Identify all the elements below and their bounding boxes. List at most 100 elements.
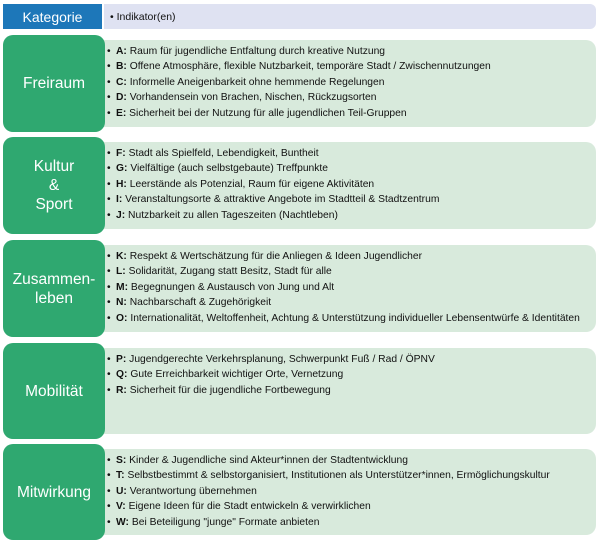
indicator-letter: G: bbox=[116, 163, 128, 175]
bullet: • bbox=[107, 148, 111, 159]
indicator-item: • H: Leerstände als Potenzial, Raum für e… bbox=[107, 177, 596, 192]
indicator-letter: T: bbox=[116, 470, 125, 482]
indicator-letter: D: bbox=[116, 92, 127, 104]
category-row: • A: Raum für jugendliche Entfaltung durc… bbox=[3, 35, 596, 132]
indicator-text: Verantwortung übernehmen bbox=[129, 485, 257, 497]
indicator-item: • F: Stadt als Spielfeld, Lebendigkeit, B… bbox=[107, 146, 596, 161]
indicator-letter: I: bbox=[116, 194, 123, 206]
indicator-text: Informelle Aneigenbarkeit ohne hemmende … bbox=[129, 76, 385, 88]
bullet: • bbox=[107, 209, 111, 221]
indicator-letter: V: bbox=[116, 501, 126, 513]
indicator-letter: E: bbox=[116, 107, 127, 119]
indicator-text: Leerstände als Potenzial, Raum für eigen… bbox=[129, 178, 375, 190]
indicator-text: Begegnungen & Austausch von Jung und Alt bbox=[130, 281, 335, 293]
bullet: • bbox=[107, 178, 111, 190]
indicator-text: Internationalität, Weltoffenheit, Achtun… bbox=[130, 312, 580, 324]
indicator-letter: O: bbox=[116, 312, 128, 324]
category-row: •S: Kinder & Jugendliche sind Akteur*inn… bbox=[3, 444, 596, 540]
indicator-item: •S: Kinder & Jugendliche sind Akteur*inn… bbox=[107, 453, 596, 468]
header-indikator: • Indikator(en) bbox=[104, 4, 596, 29]
category-row: • F: Stadt als Spielfeld, Lebendigkeit, B… bbox=[3, 137, 596, 234]
bullet: • bbox=[107, 369, 111, 381]
indicator-text: Stadt als Spielfeld, Lebendigkeit, Bunth… bbox=[128, 148, 319, 159]
indicator-letter: C: bbox=[116, 76, 127, 88]
indicator-text: Nachbarschaft & Zugehörigkeit bbox=[129, 297, 272, 309]
category-label: Freiraum bbox=[3, 35, 105, 132]
bullet: • bbox=[107, 163, 111, 175]
indicator-list: • F: Stadt als Spielfeld, Lebendigkeit, B… bbox=[102, 142, 596, 229]
indicator-text: Selbstbestimmt & selbstorganisiert, Inst… bbox=[127, 470, 550, 482]
indicator-list: •K: Respekt & Wertschätzung für die Anli… bbox=[102, 245, 596, 332]
header-bullet: • bbox=[110, 10, 114, 23]
indicator-item: • R: Sicherheit für die jugendliche Fortb… bbox=[107, 383, 596, 398]
indicator-text: Solidarität, Zugang statt Besitz, Stadt … bbox=[128, 266, 332, 278]
indicator-text: Bei Beteiligung "junge" Formate anbieten bbox=[131, 516, 320, 528]
indicator-text: Kinder & Jugendliche sind Akteur*innen d… bbox=[129, 455, 408, 466]
bullet: • bbox=[107, 312, 111, 324]
indicator-item: • O: Internationalität, Weltoffenheit, Ac… bbox=[107, 311, 596, 326]
bullet: • bbox=[107, 501, 111, 513]
indicator-letter: L: bbox=[116, 266, 126, 278]
indicator-text: Sicherheit für die jugendliche Fortbeweg… bbox=[129, 384, 331, 396]
bullet: • bbox=[107, 297, 111, 309]
bullet: • bbox=[107, 470, 111, 482]
indicator-item: • G: Vielfältige (auch selbstgebaute) Tre… bbox=[107, 161, 596, 176]
indicator-text: Respekt & Wertschätzung für die Anliegen… bbox=[129, 251, 423, 262]
indicator-letter: M: bbox=[116, 281, 129, 293]
indicator-letter: H: bbox=[116, 178, 127, 190]
category-row: •K: Respekt & Wertschätzung für die Anli… bbox=[3, 240, 596, 337]
indicator-letter: B: bbox=[116, 61, 127, 73]
indicator-item: •Q: Gute Erreichbarkeit wichtiger Orte, … bbox=[107, 367, 596, 382]
indicator-list: • P: Jugendgerechte Verkehrsplanung, Schw… bbox=[102, 348, 596, 434]
indicator-text: Eigene Ideen für die Stadt entwickeln & … bbox=[128, 501, 371, 513]
category-row: • P: Jugendgerechte Verkehrsplanung, Schw… bbox=[3, 343, 596, 439]
indicator-letter: P: bbox=[116, 354, 127, 365]
indicator-item: • L: Solidarität, Zugang statt Besitz, St… bbox=[107, 264, 596, 279]
indicator-item: • T: Selbstbestimmt & selbstorganisiert, … bbox=[107, 468, 596, 483]
indicator-text: Sicherheit bei der Nutzung für alle juge… bbox=[129, 107, 407, 119]
indicator-item: •K: Respekt & Wertschätzung für die Anli… bbox=[107, 249, 596, 264]
indicator-item: • I: Veranstaltungsorte & attraktive Ange… bbox=[107, 192, 596, 207]
bullet: • bbox=[107, 384, 111, 396]
indicator-item: •P: Jugendgerechte Verkehrsplanung, Schw… bbox=[107, 352, 596, 367]
bullet: • bbox=[107, 194, 111, 206]
bullet: • bbox=[107, 516, 111, 528]
indicator-list: •S: Kinder & Jugendliche sind Akteur*inn… bbox=[102, 449, 596, 535]
indicator-text: Gute Erreichbarkeit wichtiger Orte, Vern… bbox=[130, 369, 344, 381]
bullet: • bbox=[107, 455, 111, 466]
indicator-item: • D: Vorhandensein von Brachen, Nischen, … bbox=[107, 90, 596, 105]
category-label: Mitwirkung bbox=[3, 444, 105, 540]
bullet: • bbox=[107, 107, 111, 119]
indicator-item: • B: Offene Atmosphäre, flexible Nutzbark… bbox=[107, 59, 596, 74]
indicator-letter: N: bbox=[116, 297, 127, 309]
indicator-text: Vielfältige (auch selbstgebaute) Treffpu… bbox=[130, 163, 329, 175]
category-label: Zusammen- leben bbox=[3, 240, 105, 337]
indicator-item: • C: Informelle Aneigenbarkeit ohne hemme… bbox=[107, 75, 596, 90]
bullet: • bbox=[107, 485, 111, 497]
indicator-letter: U: bbox=[116, 485, 127, 497]
indicator-list: • A: Raum für jugendliche Entfaltung durc… bbox=[102, 40, 596, 127]
indicator-letter: W: bbox=[116, 516, 129, 528]
indicator-letter: J: bbox=[116, 209, 126, 221]
indicator-text: Jugendgerechte Verkehrsplanung, Schwerpu… bbox=[129, 354, 435, 365]
bullet: • bbox=[107, 61, 111, 73]
indicator-item: •A: Raum für jugendliche Entfaltung durc… bbox=[107, 44, 596, 59]
bullet: • bbox=[107, 266, 111, 278]
indicator-item: •M: Begegnungen & Austausch von Jung und… bbox=[107, 280, 596, 295]
bullet: • bbox=[107, 251, 111, 262]
indicator-text: Vorhandensein von Brachen, Nischen, Rück… bbox=[129, 92, 377, 104]
indicator-text: Raum für jugendliche Entfaltung durch kr… bbox=[129, 46, 386, 57]
indicator-text: Offene Atmosphäre, flexible Nutzbarkeit,… bbox=[129, 61, 491, 73]
indicator-letter: F: bbox=[116, 148, 126, 159]
bullet: • bbox=[107, 76, 111, 88]
indicator-letter: A: bbox=[116, 46, 127, 57]
category-label: Kultur & Sport bbox=[3, 137, 105, 234]
indicator-item: • V: Eigene Ideen für die Stadt entwickel… bbox=[107, 499, 596, 514]
indicator-text: Veranstaltungsorte & attraktive Angebote… bbox=[125, 194, 440, 206]
bullet: • bbox=[107, 92, 111, 104]
indicator-item: •J: Nutzbarkeit zu allen Tageszeiten (Na… bbox=[107, 208, 596, 223]
header-kategorie: Kategorie bbox=[3, 4, 102, 29]
indicator-item: • E: Sicherheit bei der Nutzung für alle … bbox=[107, 106, 596, 121]
indicator-item: • U: Verantwortung übernehmen bbox=[107, 484, 596, 499]
indicator-letter: R: bbox=[116, 384, 127, 396]
